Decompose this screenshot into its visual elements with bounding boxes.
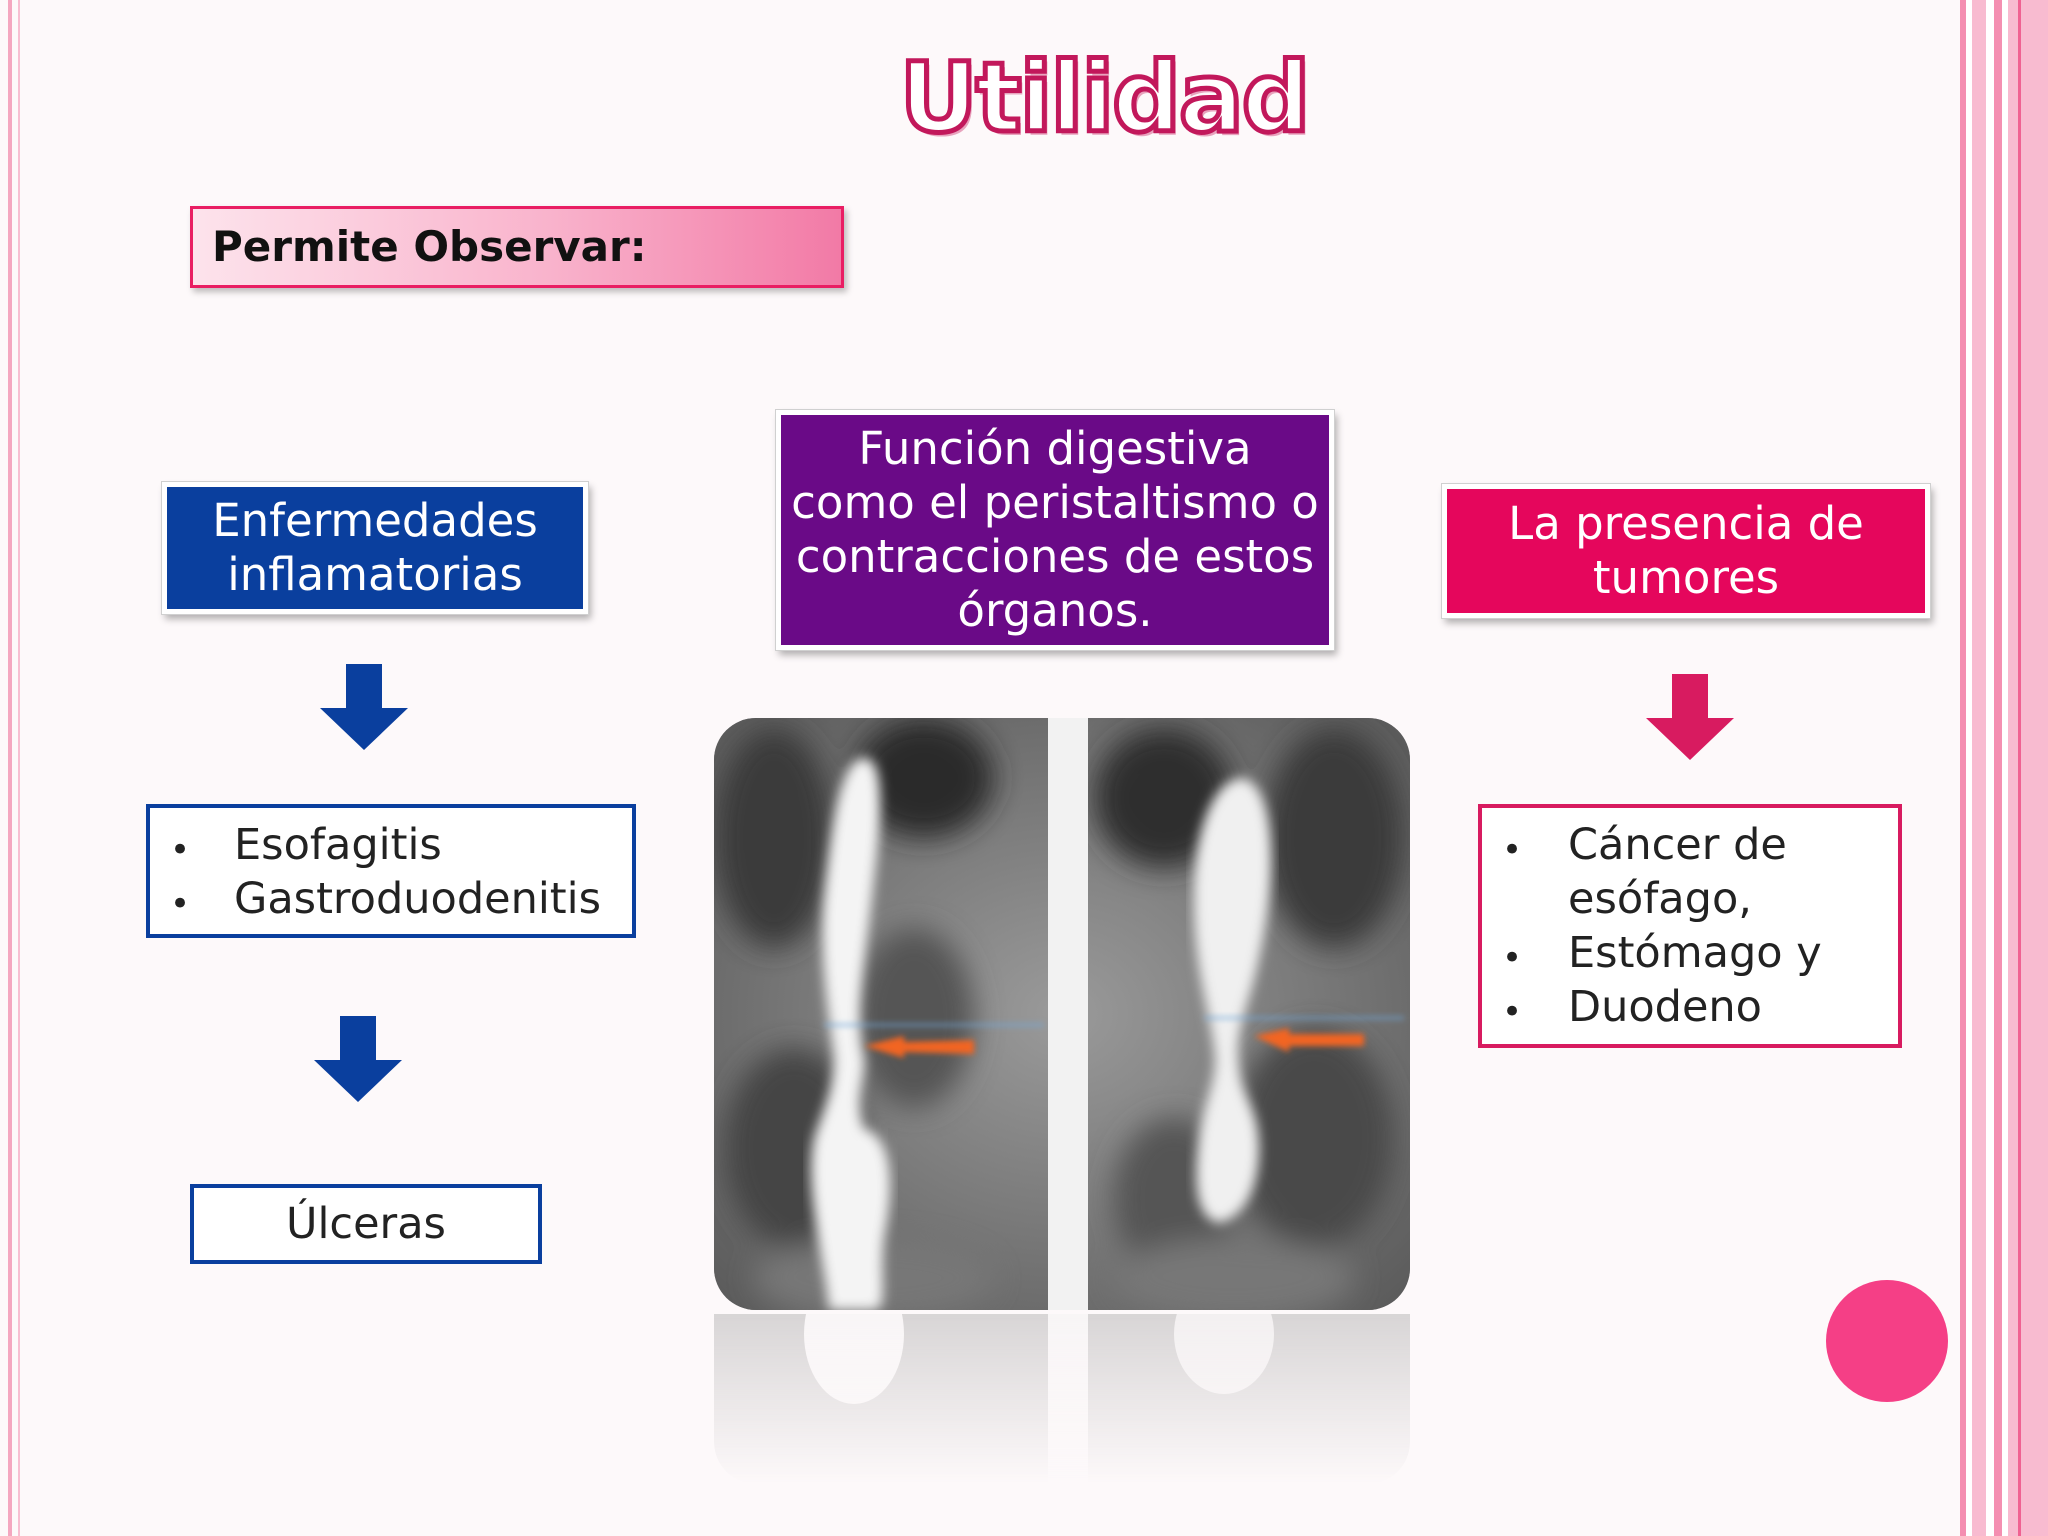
inflammatory-list: • Esofagitis • Gastroduodenitis xyxy=(146,804,636,938)
down-arrow-icon xyxy=(318,664,410,752)
right-border-stripe xyxy=(2018,0,2021,1536)
list-item: esófago, xyxy=(1568,874,1752,924)
digestive-box-line: órganos. xyxy=(957,584,1153,637)
slide-title: Utilidad xyxy=(897,40,1313,157)
digestive-box-line: Función digestiva xyxy=(858,422,1252,475)
esophagus-xray-image xyxy=(714,718,1410,1310)
list-item: Duodeno xyxy=(1568,982,1762,1032)
tumors-box-line: La presencia de xyxy=(1508,497,1864,550)
list-item: Cáncer de xyxy=(1568,820,1787,870)
list-item: Esofagitis xyxy=(234,820,442,870)
list-item: Estómago y xyxy=(1568,928,1822,978)
tumors-box: La presencia de tumores xyxy=(1442,484,1930,618)
list-item: Gastroduodenitis xyxy=(234,874,601,924)
permite-observar-banner xyxy=(190,206,844,288)
left-border-line-inner xyxy=(18,0,20,1536)
inflammatory-diseases-box: Enfermedades inflamatorias xyxy=(162,482,588,614)
bullet: • xyxy=(170,884,191,924)
right-border-stripe xyxy=(1972,0,1986,1536)
bullet: • xyxy=(1502,830,1523,870)
decorative-circle xyxy=(1826,1280,1948,1402)
digestive-function-box: Función digestiva como el peristaltismo … xyxy=(776,410,1334,650)
xray-reflection xyxy=(714,1314,1410,1484)
tumor-list: • Cáncer de esófago, • Estómago y • Duod… xyxy=(1478,804,1902,1048)
bullet: • xyxy=(170,830,191,870)
ulcers-box: Úlceras xyxy=(190,1184,542,1264)
left-border-line xyxy=(8,0,12,1536)
right-border-stripe xyxy=(2008,0,2048,1536)
permite-observar-label: Permite Observar: xyxy=(212,222,647,271)
digestive-box-line: como el peristaltismo o xyxy=(791,476,1319,529)
inflammatory-box-line: Enfermedades xyxy=(212,494,538,547)
right-border-stripe xyxy=(1994,0,2002,1536)
tumors-box-line: tumores xyxy=(1592,551,1780,604)
down-arrow-icon xyxy=(312,1016,404,1104)
bullet: • xyxy=(1502,938,1523,978)
digestive-box-line: contracciones de estos xyxy=(795,530,1315,583)
inflammatory-box-line: inflamatorias xyxy=(227,548,523,601)
right-border-stripe xyxy=(1960,0,1966,1536)
down-arrow-icon xyxy=(1644,674,1736,762)
bullet: • xyxy=(1502,992,1523,1032)
